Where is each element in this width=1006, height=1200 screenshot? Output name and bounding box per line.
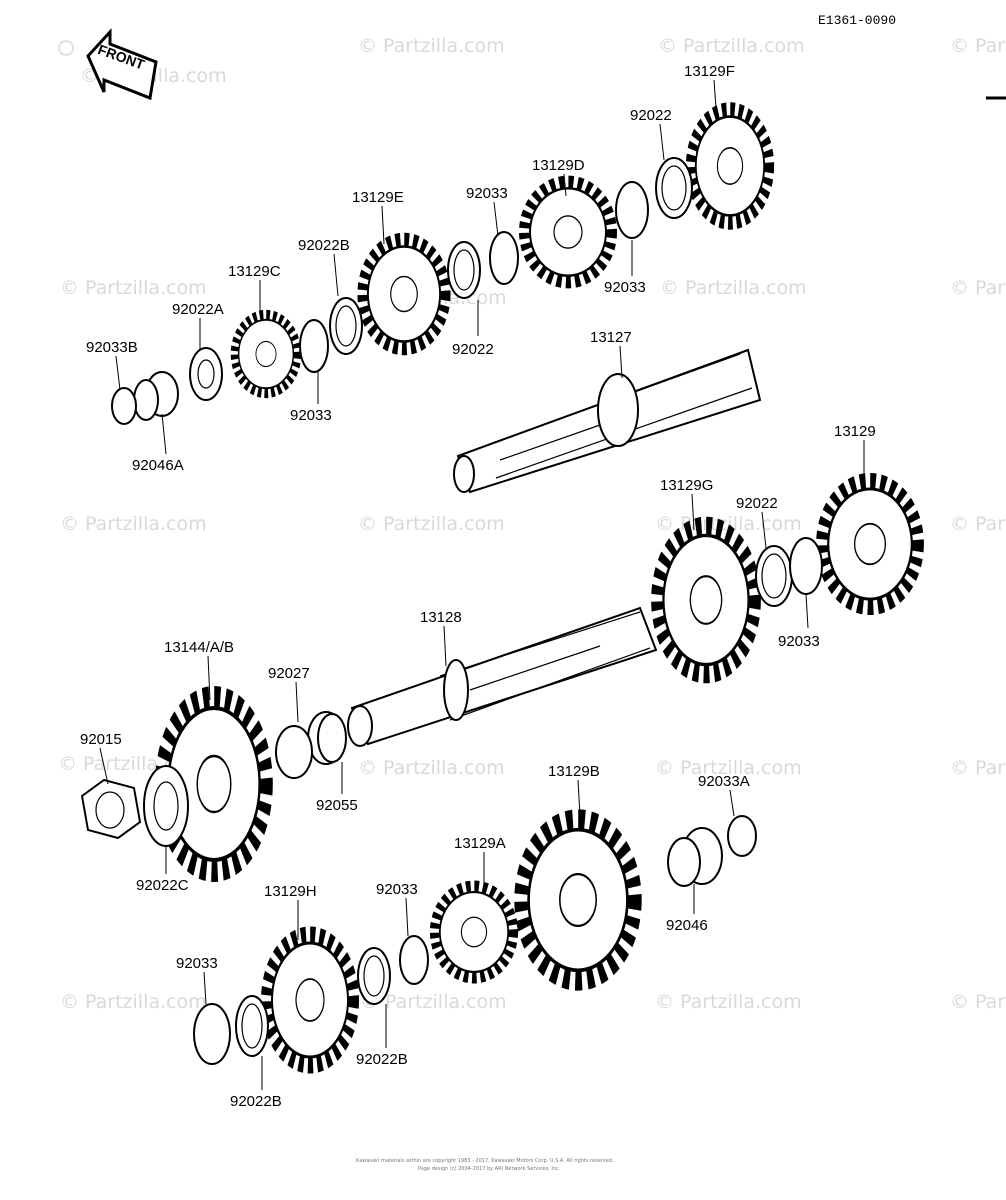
leader-lines [99, 79, 865, 1090]
circlip-92033-bottom [193, 1003, 231, 1065]
gear-13129G [659, 529, 753, 672]
part-label: 92033B [86, 339, 138, 356]
bearing-92046A [133, 371, 179, 421]
part-label: 92022B [230, 1093, 282, 1110]
watermark-text: © Partzilla.com [950, 35, 1006, 57]
part-label: 13129H [264, 883, 317, 900]
part-label: 92022 [452, 341, 494, 358]
circlip-92033-lower [789, 537, 823, 595]
watermark-text: © Partzilla.com [950, 513, 1006, 535]
watermark-text: © Partzilla.com [60, 991, 207, 1013]
watermark-text: © Partzilla.com [358, 35, 505, 57]
circlip-92033-upper [615, 181, 649, 239]
watermark-text: © Partzilla.com [60, 277, 207, 299]
watermark-text: © Partzilla.com [358, 757, 505, 779]
shaft-13128 [347, 606, 658, 747]
part-label: 92046 [666, 917, 708, 934]
part-label: 92022A [172, 301, 224, 318]
washer-92022B-bottom [235, 995, 269, 1057]
watermark-logo [58, 40, 74, 56]
gear-13129A [436, 888, 512, 976]
front-arrow: FRONT [86, 28, 158, 101]
part-label: 13129F [684, 63, 735, 80]
part-label: 92022 [630, 107, 672, 124]
washer-92022-mid [447, 241, 481, 299]
part-label: 92033 [466, 185, 508, 202]
part-label: 92022C [136, 877, 189, 894]
washer-92022B-bottom-mid [357, 947, 391, 1005]
part-label: 13144/A/B [164, 639, 234, 656]
reference-code: E1361-0090 [818, 13, 896, 28]
nut-92015 [80, 778, 142, 840]
part-label: 13129C [228, 263, 281, 280]
gear-13129 [824, 483, 916, 605]
part-label: 92055 [316, 797, 358, 814]
circlip-92033B [111, 387, 137, 425]
part-label: 92033 [604, 279, 646, 296]
gear-13129H [268, 937, 352, 1063]
watermark-text: © Partzilla.com [658, 35, 805, 57]
part-labels: 13129F 92022 13129D 92033 92033 13129E 9… [80, 63, 876, 1110]
washer-92022-upper [655, 157, 693, 219]
part-label: 13129G [660, 477, 713, 494]
circlip-92033-left [299, 319, 329, 373]
part-label: 92022B [298, 237, 350, 254]
watermark-text: © Partzilla.com [358, 513, 505, 535]
part-label: 13129A [454, 835, 506, 852]
part-label: 92033 [290, 407, 332, 424]
part-label: 92027 [268, 665, 310, 682]
circlip-92033-bottom-mid [399, 935, 429, 985]
circlip-92033A [727, 815, 757, 857]
part-label: 13129 [834, 423, 876, 440]
part-label: 13129E [352, 189, 404, 206]
part-label: 92022B [356, 1051, 408, 1068]
watermark-text: © Partzilla.com [950, 991, 1006, 1013]
watermark-text: © Partzilla.com [950, 757, 1006, 779]
part-label: 92033 [176, 955, 218, 972]
watermark-text: © Partzilla.com [660, 277, 807, 299]
bearing-92046 [667, 827, 723, 887]
circlip-92033-mid [489, 231, 519, 285]
gear-13129F [692, 111, 768, 220]
part-label: 92022 [736, 495, 778, 512]
washer-92022-lower [755, 545, 793, 607]
watermark-text: © Partzilla.com [950, 277, 1006, 299]
watermark-text: © Partzilla.com [655, 991, 802, 1013]
part-label: 92046A [132, 457, 184, 474]
part-label: 13129D [532, 157, 585, 174]
washer-92022C [143, 765, 189, 847]
part-label: 92033A [698, 773, 750, 790]
copyright-line: Page design (c) 2004-2017 by ARI Network… [418, 1166, 561, 1172]
part-label: 13129B [548, 763, 600, 780]
part-label: 92033 [376, 881, 418, 898]
part-label: 92033 [778, 633, 820, 650]
part-label: 92015 [80, 731, 122, 748]
washer-92022B-upper [329, 297, 363, 355]
o-ring-92055 [317, 713, 347, 763]
copyright-line: Kawasaki materials within are copyright … [356, 1158, 614, 1164]
part-label: 13127 [590, 329, 632, 346]
gear-13129B [523, 822, 632, 977]
shaft-13127 [453, 348, 762, 494]
part-label: 13128 [420, 609, 462, 626]
watermark-text: © Partzilla.com [655, 757, 802, 779]
gear-13129E [364, 242, 444, 347]
watermark-text: © Partzilla.com [60, 513, 207, 535]
gear-13129C [236, 316, 296, 392]
washer-92022A [189, 347, 223, 401]
watermark-text: © Partzilla.com [360, 991, 507, 1013]
gear-13129D [526, 184, 610, 281]
